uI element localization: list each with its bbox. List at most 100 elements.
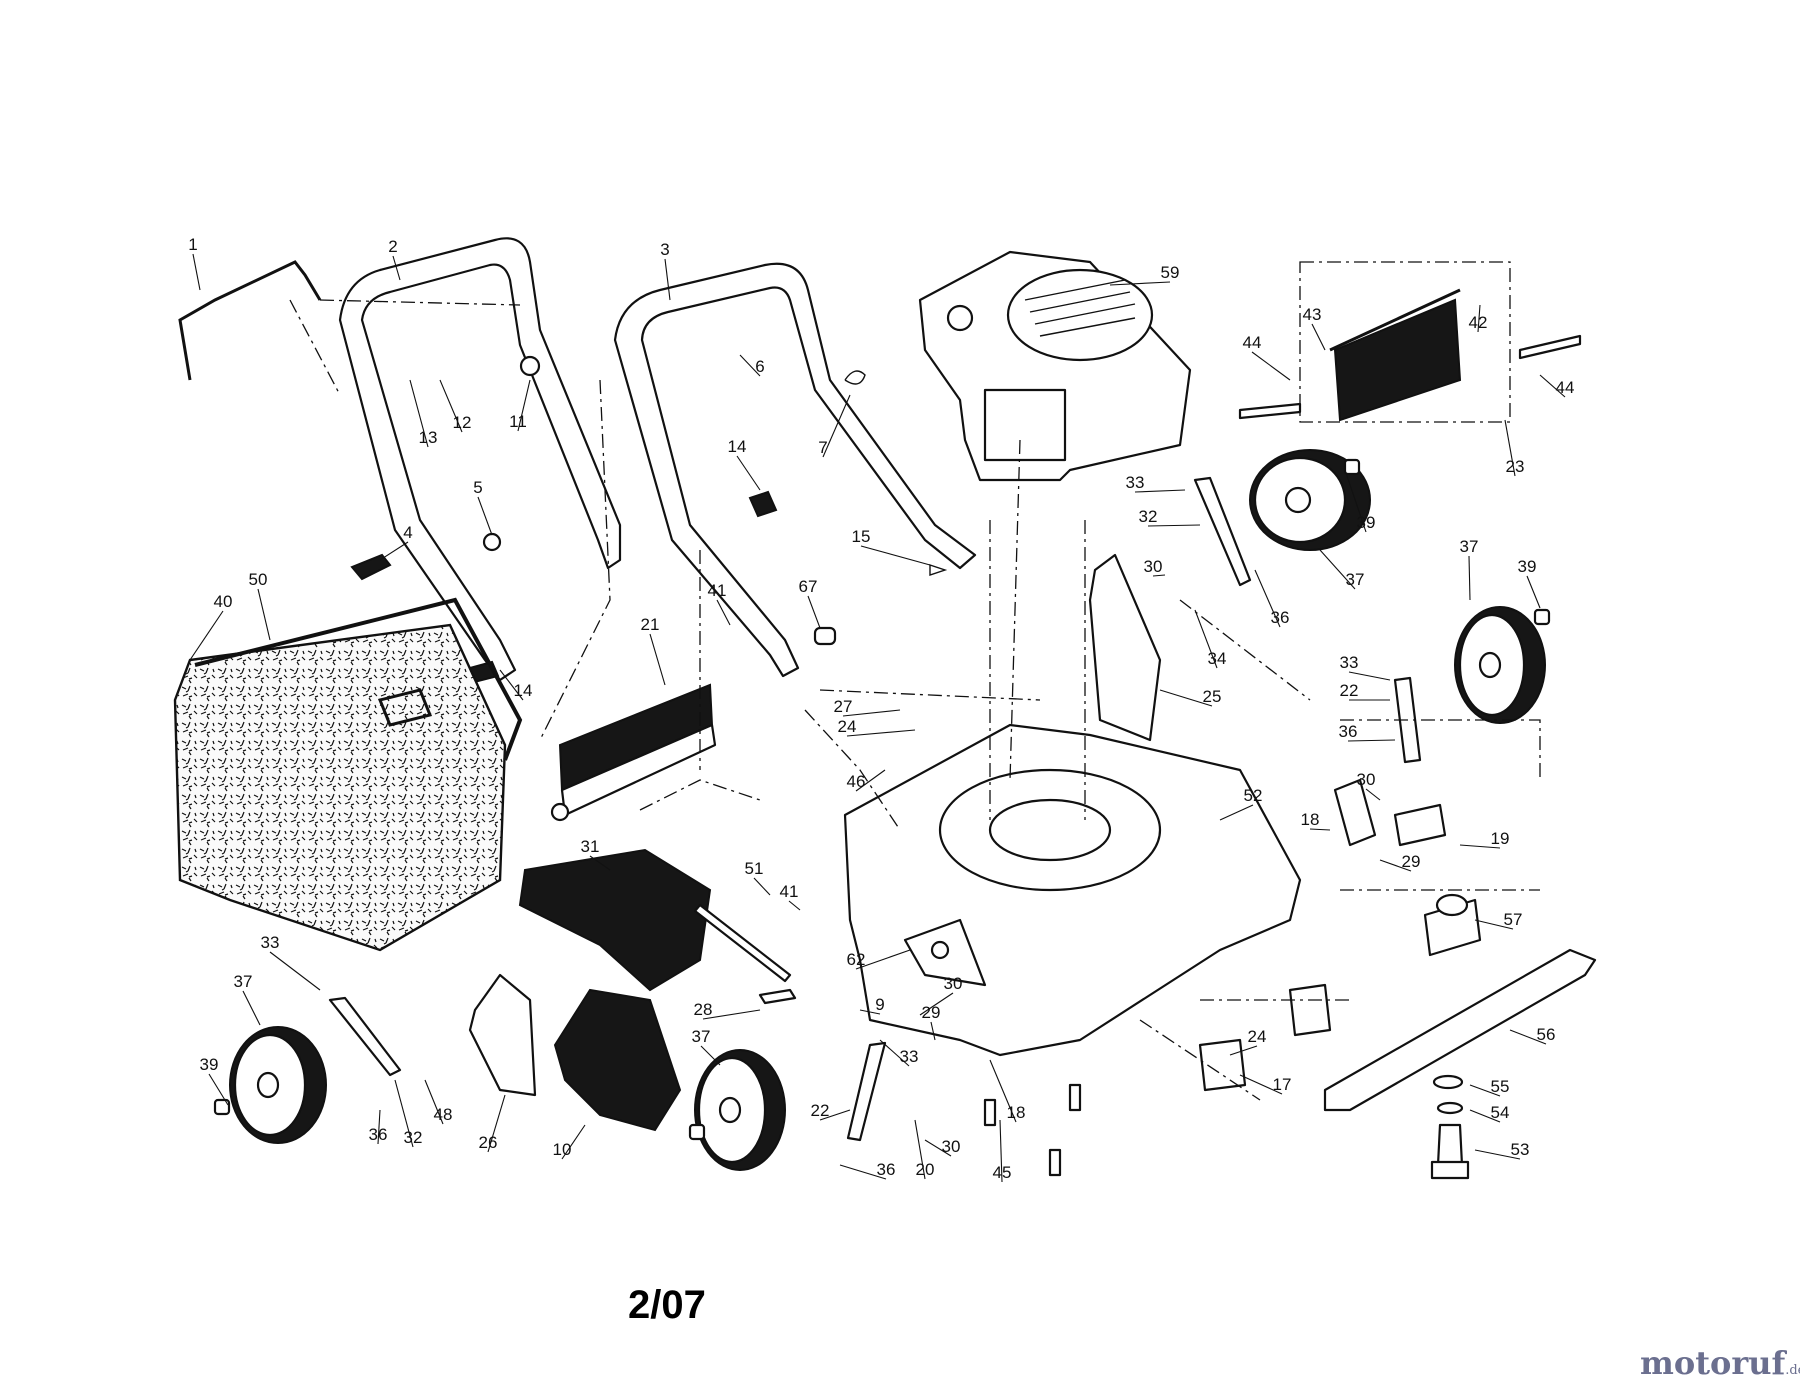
wheel-nut [688,1123,706,1141]
part-number-label: 34 [1208,649,1227,668]
part-number-label: 29 [1402,852,1421,871]
leader-line [1134,489,1186,493]
leader-line [1309,828,1331,831]
part-number-label: 36 [877,1160,896,1179]
leader-line [1254,569,1281,628]
part-number-label: 59 [1161,263,1180,282]
spring [519,355,541,377]
leader-line [859,1009,881,1015]
part-number-label: 41 [708,581,727,600]
bolt [693,903,792,983]
rear-flap [1333,298,1462,422]
blade [1323,948,1597,1112]
leader-line [242,990,261,1026]
part-number-label: 40 [214,592,233,611]
leader-line [477,496,493,536]
lock-washer [1436,1101,1464,1115]
leader-line [919,992,954,1016]
part-number-label: 43 [1303,305,1322,324]
cable-clip [813,626,837,646]
leader-line [1311,323,1326,351]
part-number-label: 36 [1271,608,1290,627]
part-number-label: 5 [473,478,482,497]
part-number-label: 67 [799,577,818,596]
leader-line [1509,1029,1547,1045]
leader-line [424,1079,444,1125]
part-number-label: 50 [249,570,268,589]
leader-line [1459,844,1501,849]
upper-handle [338,237,622,682]
catcher-frame [194,597,523,761]
wheel-front-left [229,1026,327,1144]
part-number-label: 22 [811,1101,830,1120]
part-number-label: 18 [1301,810,1320,829]
leader-line [879,1039,910,1067]
leader-line [589,855,611,871]
leader-line [208,1073,229,1106]
leader-line [855,949,911,970]
leader-line [1526,575,1541,609]
leader-line [860,545,931,566]
flap-box [1299,261,1511,423]
part-number-label: 52 [1244,786,1263,805]
leader-line [999,1119,1003,1183]
part-number-label: 62 [847,950,866,969]
part-number-label: 14 [514,681,533,700]
leader-line [914,1119,926,1180]
leader-line [409,379,429,448]
part-number-label: 26 [479,1133,498,1152]
leader-line [807,595,821,629]
leader-line [855,769,886,792]
bolt [1068,1083,1082,1112]
bolt-left [1238,402,1302,420]
control-rod [178,260,322,381]
leader-line [1348,671,1391,681]
leader-line [1109,281,1171,286]
leader-line [269,951,321,991]
knob [748,490,778,518]
leader-line [1159,689,1213,707]
part-number-label: 6 [755,357,764,376]
leader-line [1474,919,1514,930]
watermark-brand: motoruf [1640,1344,1786,1382]
leader-line [739,354,761,377]
washer [1432,1074,1464,1090]
leader-line [1194,609,1218,669]
clip [929,564,948,576]
part-number-label: 39 [1518,557,1537,576]
wheel-front-right [694,1049,786,1171]
oil-cap [946,304,974,332]
height-arm [328,996,402,1077]
leader-line [394,1079,414,1148]
part-number-label: 46 [847,772,866,791]
part-number-label: 27 [834,697,853,716]
part-number-label: 25 [1203,687,1222,706]
part-number-label: 53 [1511,1140,1530,1159]
bracket-plate [1393,803,1447,847]
bracket-plate [1288,983,1332,1037]
leader-line [1504,419,1516,477]
part-number-label: 30 [1144,557,1163,576]
leader-line [499,669,524,701]
bolt [1048,1148,1062,1177]
part-number-label: 2 [388,237,397,256]
leader-line [664,258,671,301]
catcher-handle [377,688,433,727]
part-number-label: 7 [818,438,827,457]
part-number-label: 32 [404,1128,423,1147]
leader-line [1347,739,1396,742]
part-number-label: 30 [942,1137,961,1156]
wheel-nut [213,1098,231,1116]
leader-line [989,1059,1017,1123]
engine-block [983,388,1067,462]
part-number-label: 22 [1340,681,1359,700]
part-number-label: 33 [261,933,280,952]
deck-nut [930,940,950,960]
part-number-label: 41 [780,882,799,901]
part-number-label: 37 [692,1027,711,1046]
part-number-label: 11 [509,412,527,431]
leader-line [1477,304,1481,333]
blade-bolt-head [1430,1160,1470,1180]
leader-line [736,455,761,491]
